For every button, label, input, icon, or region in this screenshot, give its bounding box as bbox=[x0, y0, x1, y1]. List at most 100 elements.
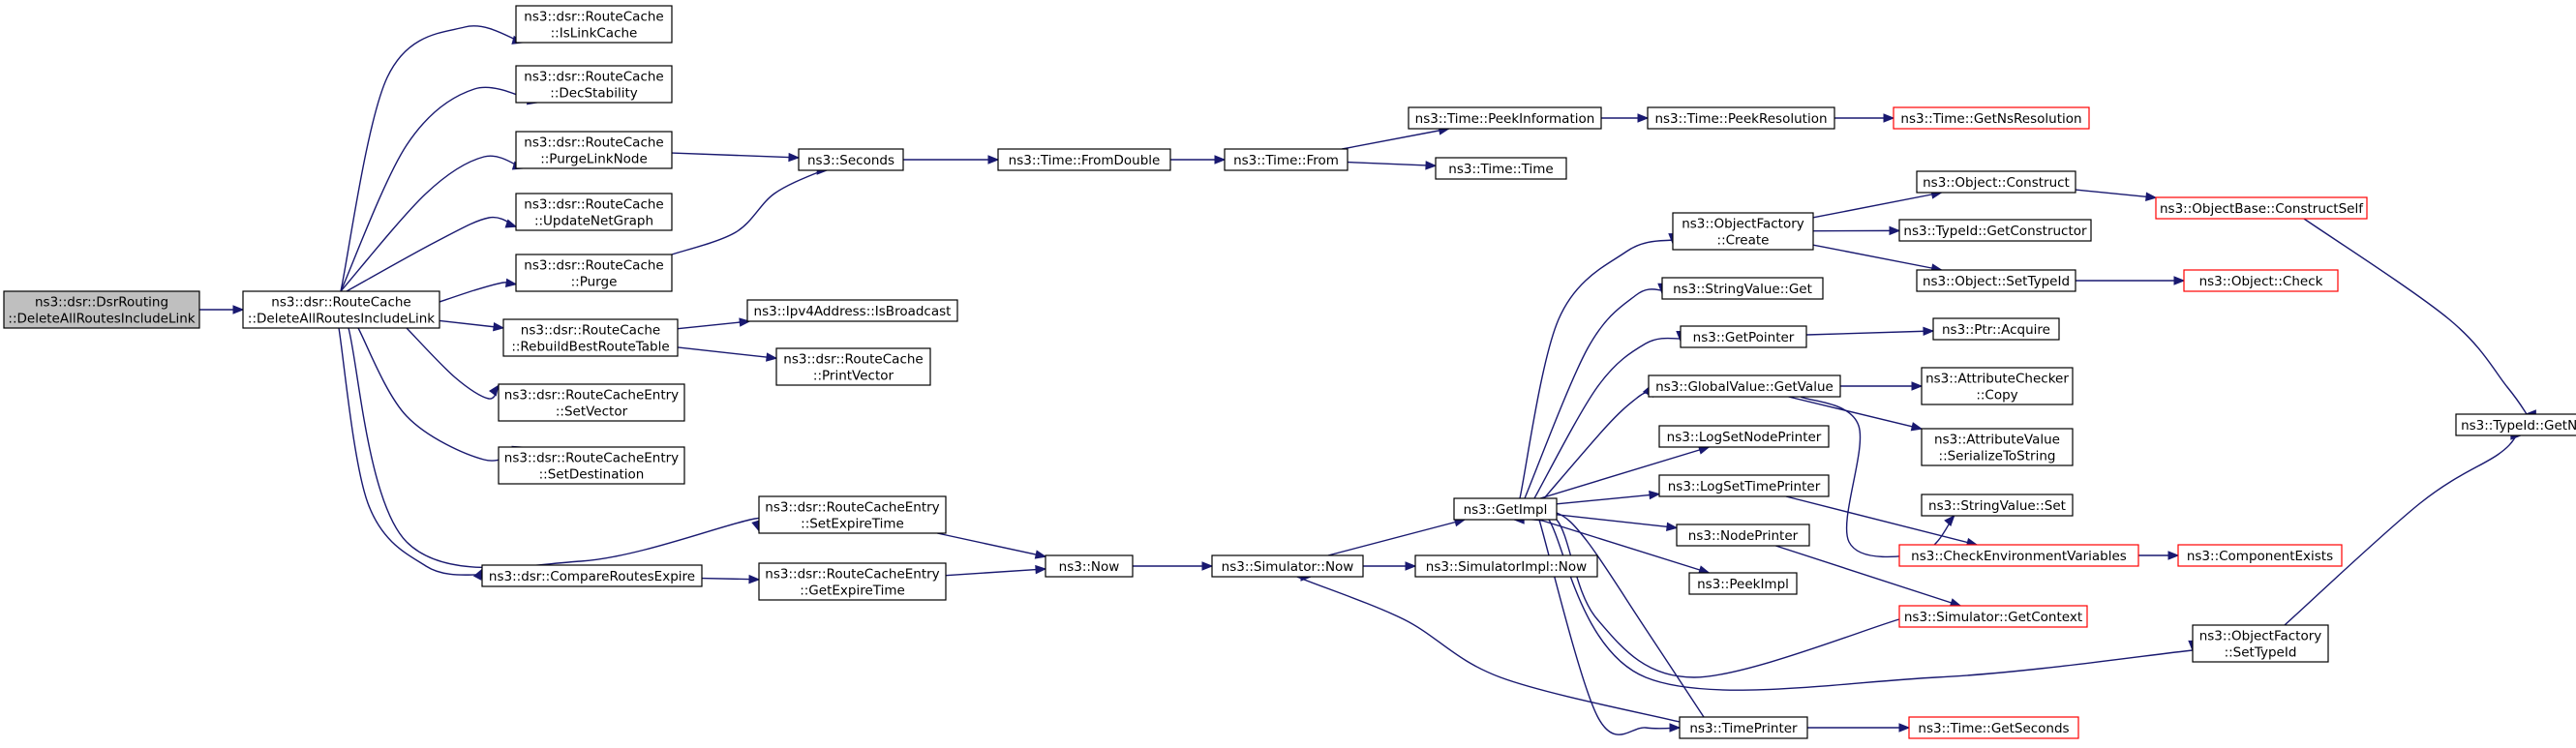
arrowhead-icon bbox=[1889, 225, 1901, 236]
arrowhead-icon bbox=[1944, 514, 1955, 526]
node-box bbox=[1408, 106, 1602, 130]
edge-seconds-to-fromdouble bbox=[903, 155, 1000, 165]
edge-rc_delete-to-decstability bbox=[340, 86, 539, 292]
node-purge[interactable]: ns3::dsr::RouteCache::Purge bbox=[515, 254, 673, 292]
node-label: ns3::Simulator::Now bbox=[1222, 559, 1354, 575]
node-box bbox=[515, 193, 673, 231]
node-purgelinknode[interactable]: ns3::dsr::RouteCache::PurgeLinkNode bbox=[515, 131, 673, 169]
node-label: ns3::Seconds bbox=[807, 153, 894, 168]
arrowhead-icon bbox=[2145, 192, 2158, 201]
arrowhead-icon bbox=[1911, 381, 1924, 391]
node-stringset[interactable]: ns3::StringValue::Set bbox=[1921, 494, 2074, 517]
node-compareroutes[interactable]: ns3::dsr::CompareRoutesExpire bbox=[481, 564, 703, 587]
node-root: ns3::dsr::DsrRouting::DeleteAllRoutesInc… bbox=[3, 290, 200, 329]
node-simimplnow[interactable]: ns3::SimulatorImpl::Now bbox=[1414, 554, 1598, 578]
node-logsettime[interactable]: ns3::LogSetTimePrinter bbox=[1658, 474, 1830, 497]
node-setexpire[interactable]: ns3::dsr::RouteCacheEntry::SetExpireTime bbox=[758, 495, 947, 534]
edge-root-to-rc_delete bbox=[199, 305, 245, 314]
edge-getpointer-to-ptracquire bbox=[1805, 326, 1935, 337]
node-simgetcontext[interactable]: ns3::Simulator::GetContext bbox=[1898, 605, 2088, 628]
node-label: ns3::Object::Construct bbox=[1923, 175, 2070, 191]
edge-getimpl-to-nodeprinter bbox=[1556, 514, 1679, 532]
edge-rebuild-to-printvector bbox=[677, 346, 778, 362]
node-box bbox=[798, 148, 904, 171]
node-label: ns3::Time::GetNsResolution bbox=[1900, 111, 2081, 127]
node-objsettypeid[interactable]: ns3::Object::SetTypeId bbox=[1916, 269, 2076, 292]
node-box bbox=[1045, 554, 1134, 578]
node-ptracquire[interactable]: ns3::Ptr::Acquire bbox=[1932, 317, 2060, 341]
node-getpointer[interactable]: ns3::GetPointer bbox=[1680, 325, 1807, 348]
arrowhead-icon bbox=[504, 219, 518, 228]
node-printvector[interactable]: ns3::dsr::RouteCache::PrintVector bbox=[775, 347, 931, 386]
node-stringget[interactable]: ns3::StringValue::Get bbox=[1661, 277, 1824, 300]
node-seconds[interactable]: ns3::Seconds bbox=[798, 148, 904, 171]
node-ofsettypeid[interactable]: ns3::ObjectFactory::SetTypeId bbox=[2192, 624, 2329, 663]
node-label: ns3::dsr::RouteCache bbox=[271, 295, 410, 311]
edge-rc_delete-to-compareroutes bbox=[338, 327, 485, 581]
node-objcheck[interactable]: ns3::Object::Check bbox=[2183, 269, 2339, 292]
node-constructself[interactable]: ns3::ObjectBase::ConstructSelf bbox=[2155, 196, 2368, 220]
node-rc_delete[interactable]: ns3::dsr::RouteCache::DeleteAllRoutesInc… bbox=[242, 290, 440, 329]
node-setvector[interactable]: ns3::dsr::RouteCacheEntry::SetVector bbox=[498, 383, 685, 422]
node-label: ::SetExpireTime bbox=[801, 517, 904, 532]
node-getexpire[interactable]: ns3::dsr::RouteCacheEntry::GetExpireTime bbox=[758, 562, 947, 601]
node-compexists[interactable]: ns3::ComponentExists bbox=[2177, 544, 2343, 567]
arrowhead-icon bbox=[504, 278, 518, 288]
arrowhead-icon bbox=[1883, 113, 1895, 123]
node-label: ns3::Object::Check bbox=[2199, 274, 2323, 289]
node-peekres[interactable]: ns3::Time::PeekResolution bbox=[1647, 106, 1835, 130]
arrowhead-icon bbox=[788, 152, 801, 163]
node-label: ns3::dsr::RouteCache bbox=[524, 258, 663, 274]
node-label: ns3::Now bbox=[1059, 559, 1120, 575]
node-now[interactable]: ns3::Now bbox=[1045, 554, 1134, 578]
node-gvgetvalue[interactable]: ns3::GlobalValue::GetValue bbox=[1648, 374, 1841, 398]
node-updatenetgraph[interactable]: ns3::dsr::RouteCache::UpdateNetGraph bbox=[515, 193, 673, 231]
node-attrcheckercopy[interactable]: ns3::AttributeChecker::Copy bbox=[1921, 367, 2074, 405]
arrowhead-icon bbox=[1035, 564, 1047, 575]
node-nodeprinter[interactable]: ns3::NodePrinter bbox=[1676, 524, 1810, 547]
node-label: ns3::TypeId::GetName bbox=[2461, 418, 2576, 434]
edge-constructself-to-typeidgetname bbox=[2303, 218, 2536, 419]
node-box bbox=[1647, 106, 1835, 130]
node-label: ::SerializeToString bbox=[1939, 449, 2056, 464]
node-setdestination[interactable]: ns3::dsr::RouteCacheEntry::SetDestinatio… bbox=[498, 446, 685, 485]
node-timetime[interactable]: ns3::Time::Time bbox=[1435, 157, 1567, 180]
node-decstability[interactable]: ns3::dsr::RouteCache::DecStability bbox=[515, 65, 673, 104]
node-box bbox=[498, 446, 685, 485]
edge-now-to-simnow bbox=[1133, 561, 1214, 571]
node-ofcreate[interactable]: ns3::ObjectFactory::Create bbox=[1672, 212, 1814, 251]
node-label: ::DecStability bbox=[550, 86, 637, 102]
node-simnow[interactable]: ns3::Simulator::Now bbox=[1211, 554, 1364, 578]
node-box bbox=[1921, 367, 2074, 405]
node-checkenv[interactable]: ns3::CheckEnvironmentVariables bbox=[1898, 544, 2139, 567]
node-getnsres[interactable]: ns3::Time::GetNsResolution bbox=[1893, 106, 2090, 130]
node-typeidgetname[interactable]: ns3::TypeId::GetName bbox=[2455, 413, 2576, 436]
edge-getimpl-to-timeprinter bbox=[1538, 519, 1683, 735]
edge-fromdouble-to-from bbox=[1170, 155, 1227, 165]
node-label: ns3::ObjectFactory bbox=[1682, 217, 1804, 232]
node-objconstruct[interactable]: ns3::Object::Construct bbox=[1916, 170, 2076, 194]
node-logsetnode[interactable]: ns3::LogSetNodePrinter bbox=[1658, 425, 1830, 448]
node-isbroadcast[interactable]: ns3::Ipv4Address::IsBroadcast bbox=[746, 299, 958, 322]
node-getimpl[interactable]: ns3::GetImpl bbox=[1453, 497, 1558, 521]
node-islinkcache[interactable]: ns3::dsr::RouteCache::IsLinkCache bbox=[515, 5, 673, 44]
node-label: ns3::Ipv4Address::IsBroadcast bbox=[754, 304, 952, 319]
node-box bbox=[1661, 277, 1824, 300]
node-box bbox=[1224, 148, 1349, 171]
edge-checkenv-to-compexists bbox=[2138, 551, 2180, 560]
node-timeprinter[interactable]: ns3::TimePrinter bbox=[1679, 716, 1808, 739]
node-getseconds[interactable]: ns3::Time::GetSeconds bbox=[1908, 716, 2079, 739]
node-rebuild[interactable]: ns3::dsr::RouteCache::RebuildBestRouteTa… bbox=[502, 318, 679, 357]
arrowhead-icon bbox=[1425, 161, 1438, 170]
node-peekinfo[interactable]: ns3::Time::PeekInformation bbox=[1408, 106, 1602, 130]
node-box bbox=[997, 148, 1171, 171]
node-peekimpl[interactable]: ns3::PeekImpl bbox=[1688, 572, 1798, 595]
node-attrvalueser[interactable]: ns3::AttributeValue::SerializeToString bbox=[1921, 428, 2074, 466]
node-getconstructor[interactable]: ns3::TypeId::GetConstructor bbox=[1898, 219, 2092, 242]
node-fromdouble[interactable]: ns3::Time::FromDouble bbox=[997, 148, 1171, 171]
arrowhead-icon bbox=[987, 155, 1000, 165]
edge-getexpire-to-now bbox=[945, 564, 1047, 577]
node-box bbox=[1921, 494, 2074, 517]
node-label: ns3::dsr::RouteCache bbox=[524, 135, 663, 151]
node-from[interactable]: ns3::Time::From bbox=[1224, 148, 1349, 171]
